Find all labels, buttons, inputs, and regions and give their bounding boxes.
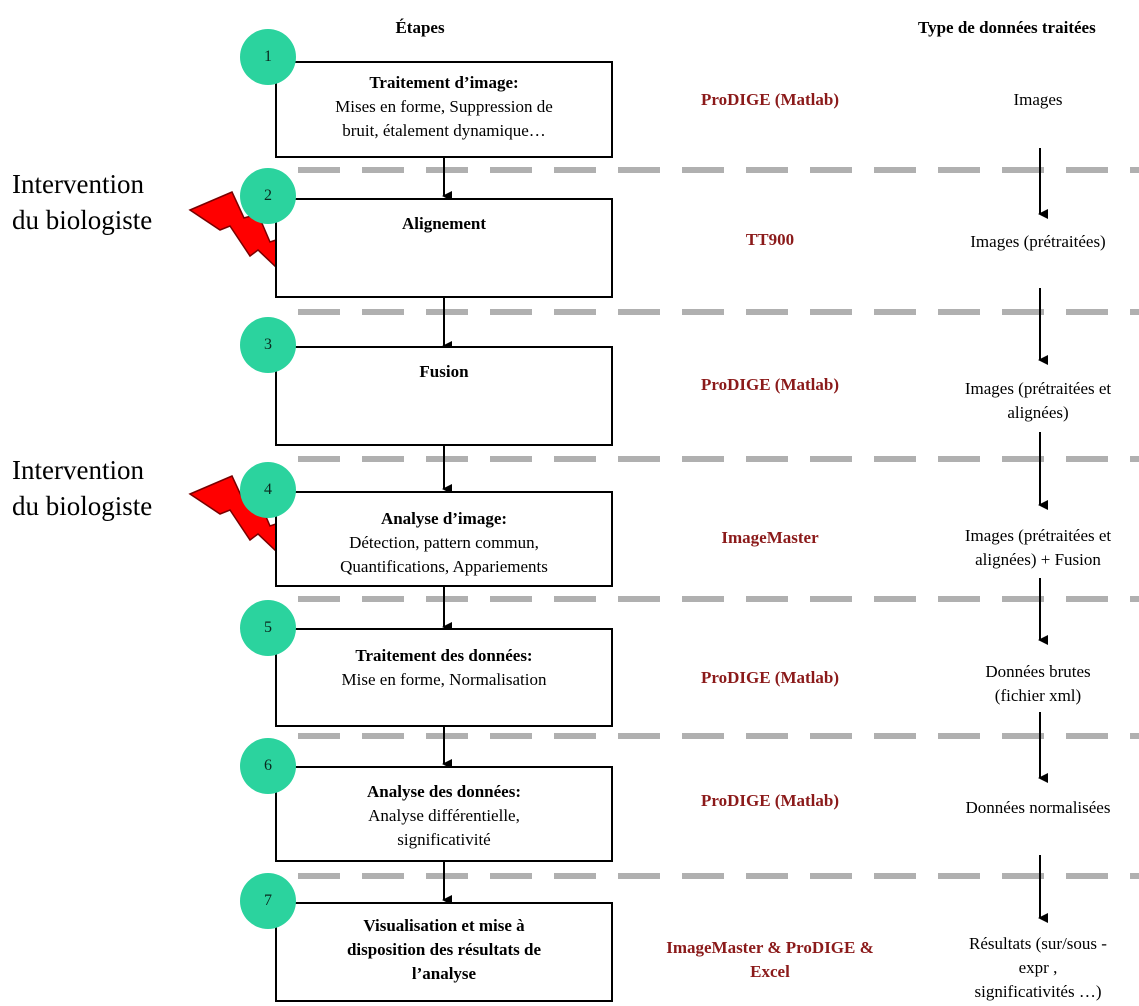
step-box: Visualisation et mise à disposition des … bbox=[275, 902, 613, 1002]
step-number-badge: 2 bbox=[240, 168, 296, 224]
step-title: Analyse d’image: bbox=[380, 509, 508, 528]
step-description: Détection, pattern commun, Quantificatio… bbox=[340, 533, 548, 576]
column-header-data-type: Type de données traitées bbox=[918, 18, 1096, 37]
step-title: Traitement d’image: bbox=[369, 73, 519, 92]
step-data-type: Données normalisées bbox=[965, 798, 1111, 817]
step-box: Fusion bbox=[275, 346, 613, 446]
step-title: Visualisation et mise à disposition des … bbox=[346, 916, 542, 983]
step-box: Traitement d’image: Mises en forme, Supp… bbox=[275, 61, 613, 158]
step-tool: ProDIGE (Matlab) bbox=[700, 668, 840, 687]
step-tool: TT900 bbox=[745, 230, 795, 249]
step-title: Analyse des données: bbox=[367, 782, 521, 801]
column-header-etapes: Étapes bbox=[395, 18, 445, 37]
step-number-badge: 3 bbox=[240, 317, 296, 373]
step-title: Fusion bbox=[419, 362, 469, 381]
step-box: Traitement des données: Mise en forme, N… bbox=[275, 628, 613, 727]
step-title: Alignement bbox=[401, 214, 487, 233]
step-box: Alignement bbox=[275, 198, 613, 298]
step-number-badge: 5 bbox=[240, 600, 296, 656]
step-description: Mise en forme, Normalisation bbox=[341, 670, 547, 689]
step-data-type: Images (prétraitées et alignées) bbox=[964, 379, 1112, 422]
step-description: Mises en forme, Suppression de bruit, ét… bbox=[335, 97, 553, 140]
step-box: Analyse d’image: Détection, pattern comm… bbox=[275, 491, 613, 587]
step-number-badge: 4 bbox=[240, 462, 296, 518]
step-description: Analyse différentielle, significativité bbox=[368, 806, 520, 849]
step-number-badge: 6 bbox=[240, 738, 296, 794]
step-tool: ProDIGE (Matlab) bbox=[700, 90, 840, 109]
step-data-type: Données brutes (fichier xml) bbox=[985, 662, 1091, 705]
step-number-badge: 1 bbox=[240, 29, 296, 85]
step-tool: ImageMaster & ProDIGE & Excel bbox=[666, 938, 874, 981]
intervention-label: Intervention du biologiste bbox=[12, 169, 153, 235]
intervention-label: Intervention du biologiste bbox=[12, 455, 153, 521]
step-data-type: Images (prétraitées) bbox=[970, 232, 1106, 251]
step-data-type: Résultats (sur/sous - expr , significati… bbox=[969, 934, 1107, 1001]
step-number-badge: 7 bbox=[240, 873, 296, 929]
step-data-type: Images (prétraitées et alignées) + Fusio… bbox=[964, 526, 1112, 569]
step-box: Analyse des données: Analyse différentie… bbox=[275, 766, 613, 862]
step-tool: ProDIGE (Matlab) bbox=[700, 791, 840, 810]
step-tool: ProDIGE (Matlab) bbox=[700, 375, 840, 394]
step-tool: ImageMaster bbox=[721, 528, 819, 547]
step-title: Traitement des données: bbox=[355, 646, 533, 665]
step-data-type: Images bbox=[1013, 90, 1063, 109]
